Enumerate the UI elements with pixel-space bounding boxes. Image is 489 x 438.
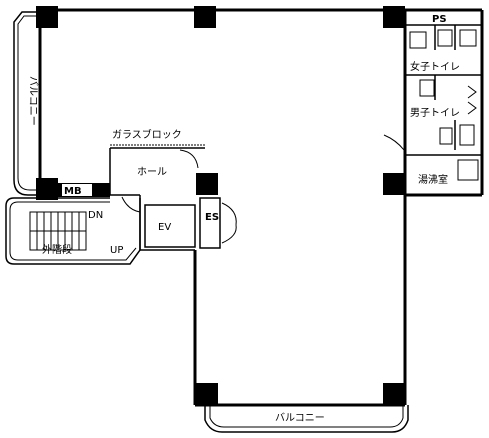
kitchenette-label: 湯沸室 (418, 173, 448, 186)
service-core: PS 女子トイレ 男子トイレ 湯沸室 (383, 8, 484, 197)
stair-treads (29, 211, 87, 251)
balcony-bottom-label: バルコニー (275, 412, 325, 424)
womens-toilet-label: 女子トイレ (410, 60, 460, 73)
ps-label: PS (432, 14, 447, 25)
es-label: ES (205, 212, 219, 223)
external-stairs-label: 外階段 (42, 243, 72, 256)
glass-block-label: ガラスブロック (112, 128, 182, 141)
main-room-walls (38, 8, 407, 407)
dn-label: DN (88, 210, 103, 221)
bottom-balcony: バルコニー (204, 405, 409, 433)
mb-box: MB (44, 183, 110, 197)
es-shaft: ES (199, 197, 237, 249)
external-stairs: DN UP 外階段 (5, 197, 141, 265)
up-label: UP (110, 245, 123, 256)
mens-toilet-label: 男子トイレ (410, 107, 460, 119)
ev-label: EV (158, 222, 171, 233)
balcony-left-label: バルコニー (27, 76, 39, 126)
mb-label: MB (64, 186, 82, 197)
hall-label: ホール (137, 166, 167, 178)
left-balcony: バルコニー (13, 11, 40, 196)
elevator: EV (144, 204, 196, 248)
